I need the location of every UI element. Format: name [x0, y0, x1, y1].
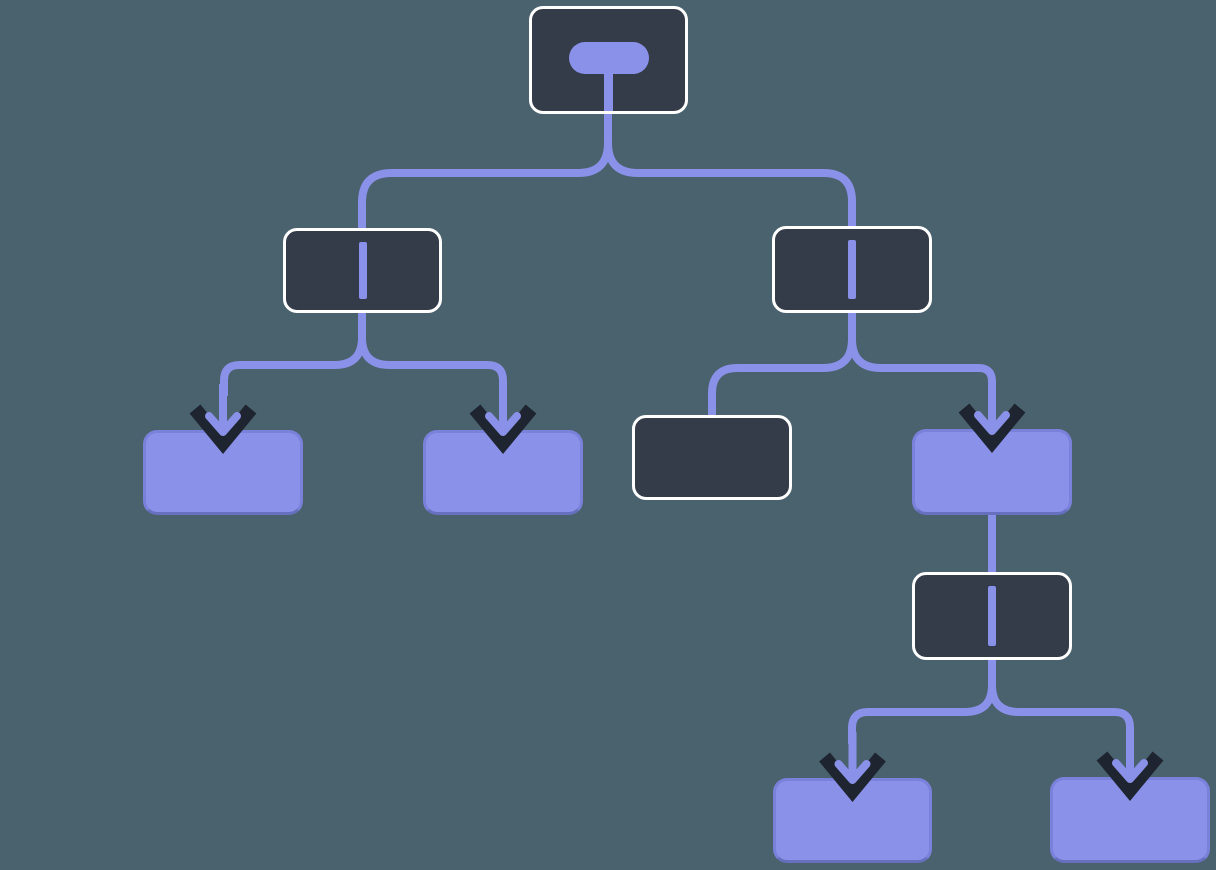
node-branch-left[interactable] [283, 228, 442, 313]
node-leaf-left-2[interactable] [423, 430, 583, 515]
edge-branch-right-sub-to-leaf-bottom-right [988, 658, 1134, 743]
edge-root-to-branch-right [604, 110, 856, 230]
edge-branch-left-to-leaf-left-2 [358, 310, 507, 396]
root-pill-icon [568, 42, 649, 74]
root-pill-stem-icon [604, 72, 613, 111]
pass-through-line-icon [988, 586, 996, 646]
node-leaf-bottom-right[interactable] [1050, 777, 1210, 863]
node-leaf-left-1[interactable] [143, 430, 303, 515]
pass-through-line-icon [848, 240, 856, 299]
node-root[interactable] [529, 6, 688, 114]
node-node-right-dark[interactable] [632, 415, 792, 500]
pass-through-line-icon [358, 242, 367, 299]
node-leaf-bottom-left[interactable] [773, 778, 932, 863]
node-branch-right[interactable] [772, 226, 932, 313]
node-branch-right-sub[interactable] [912, 572, 1072, 660]
node-node-right-purple[interactable] [912, 429, 1072, 515]
edge-branch-right-to-node-right-purple [848, 310, 996, 395]
